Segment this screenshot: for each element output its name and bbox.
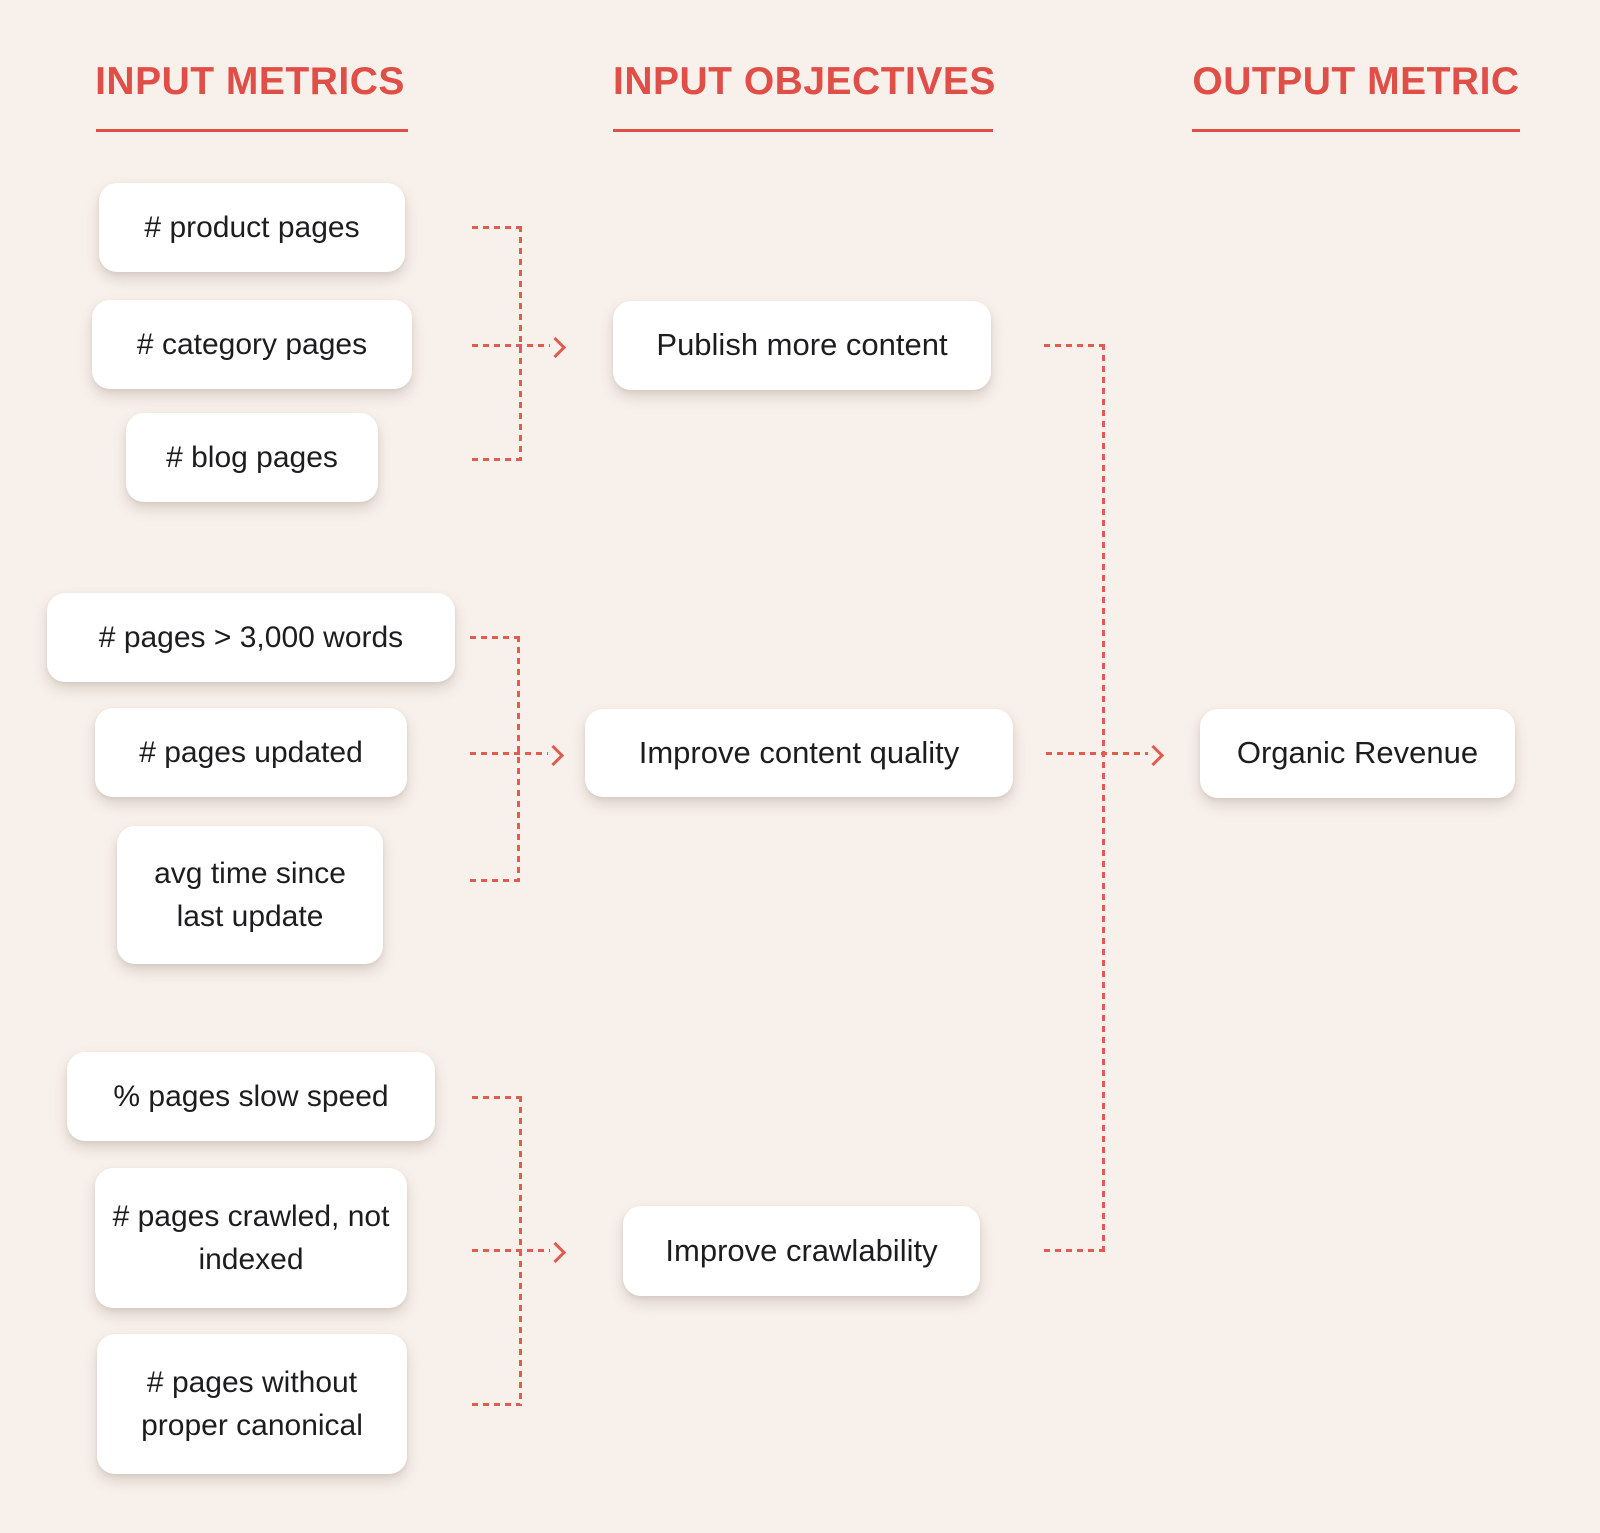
objective-improve-content-quality: Improve content quality xyxy=(585,709,1013,797)
edge-3000-words-branch xyxy=(470,636,518,639)
edge-publish-to-trunk xyxy=(1044,344,1104,347)
metric-pages-slow-speed: % pages slow speed xyxy=(67,1052,435,1141)
metric-product-pages: # product pages xyxy=(99,183,405,272)
arrowhead-to-publish-icon xyxy=(544,336,567,359)
edge-output-trunk-vertical xyxy=(1102,344,1105,1252)
metric-pages-updated: # pages updated xyxy=(95,708,407,797)
edge-category-pages-arrow-line xyxy=(472,344,550,347)
metric-avg-time-since-update: avg time since last update xyxy=(117,826,383,964)
column-header-output-metric: OUTPUT METRIC xyxy=(1192,60,1520,103)
edge-group3-vertical xyxy=(519,1096,522,1406)
input-objectives-underline xyxy=(613,129,993,132)
metric-pages-crawled-not-indexed: # pages crawled, not indexed xyxy=(95,1168,407,1308)
metric-blog-pages: # blog pages xyxy=(126,413,378,502)
metric-pages-3000-words: # pages > 3,000 words xyxy=(47,593,455,682)
metric-pages-without-canonical: # pages without proper canonical xyxy=(97,1334,407,1474)
metric-category-pages: # category pages xyxy=(92,300,412,389)
output-metric-underline xyxy=(1192,129,1520,132)
edge-crawled-arrow-line xyxy=(472,1249,550,1252)
edge-crawlability-to-trunk xyxy=(1044,1249,1104,1252)
input-metrics-underline xyxy=(96,129,408,132)
column-header-input-metrics: INPUT METRICS xyxy=(95,60,405,103)
output-organic-revenue: Organic Revenue xyxy=(1200,709,1515,798)
edge-pages-updated-arrow-line xyxy=(470,752,548,755)
arrowhead-to-crawlability-icon xyxy=(544,1241,567,1264)
arrowhead-to-quality-icon xyxy=(542,744,565,767)
edge-slow-speed-branch xyxy=(472,1096,520,1099)
objective-publish-more-content: Publish more content xyxy=(613,301,991,390)
edge-product-pages-branch xyxy=(472,226,520,229)
edge-group2-vertical xyxy=(517,636,520,882)
objective-improve-crawlability: Improve crawlability xyxy=(623,1206,980,1296)
edge-canonical-branch xyxy=(472,1403,520,1406)
arrowhead-to-revenue-icon xyxy=(1142,744,1165,767)
edge-avg-time-branch xyxy=(470,879,518,882)
column-header-input-objectives: INPUT OBJECTIVES xyxy=(613,60,996,103)
edge-quality-to-revenue-arrow-line xyxy=(1046,752,1148,755)
edge-group1-vertical xyxy=(519,226,522,461)
edge-blog-pages-branch xyxy=(472,458,520,461)
